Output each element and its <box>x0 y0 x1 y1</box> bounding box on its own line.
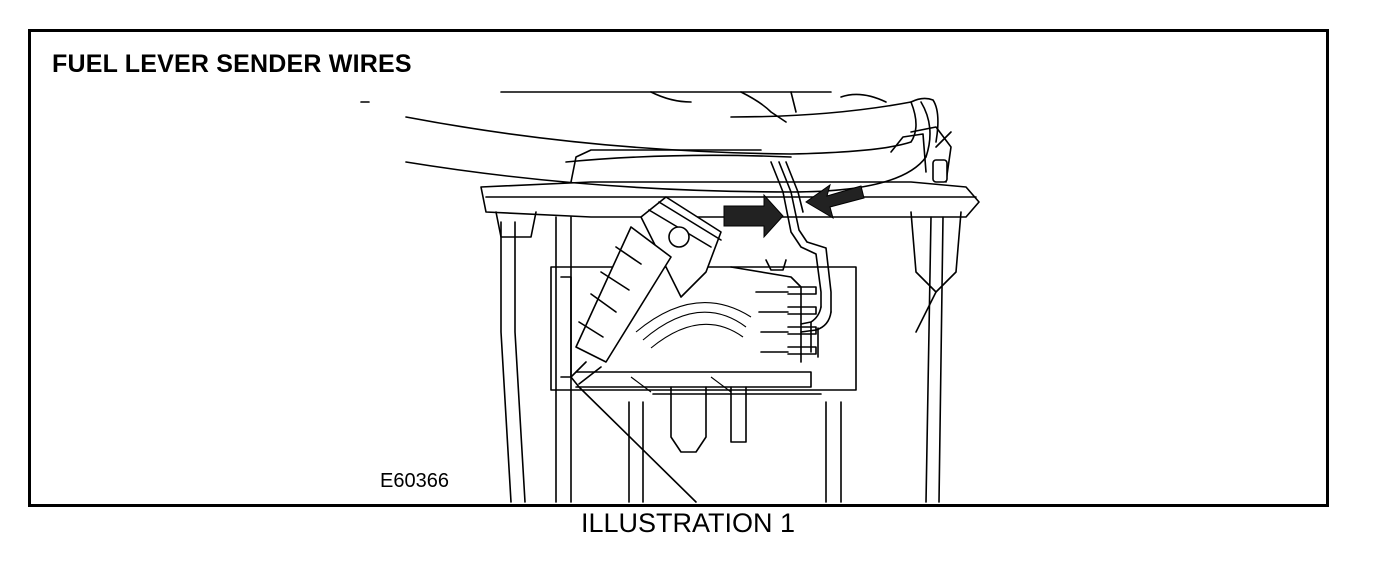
right-arrow <box>805 183 865 220</box>
figure-title: FUEL LEVER SENDER WIRES <box>52 50 412 78</box>
illustration-frame: FUEL LEVER SENDER WIRES E60366 <box>28 29 1329 507</box>
connector-housing <box>550 259 857 391</box>
module-body <box>495 211 962 503</box>
indicator-arrows <box>723 183 865 239</box>
lower-clip <box>630 376 822 453</box>
harness-connector <box>570 196 722 503</box>
left-arrow <box>723 193 784 239</box>
top-flange <box>480 126 980 218</box>
figure-code: E60366 <box>380 470 449 492</box>
illustration-caption: ILLUSTRATION 1 <box>580 508 796 538</box>
fuel-sender-drawing <box>360 91 980 503</box>
hose <box>360 91 939 193</box>
